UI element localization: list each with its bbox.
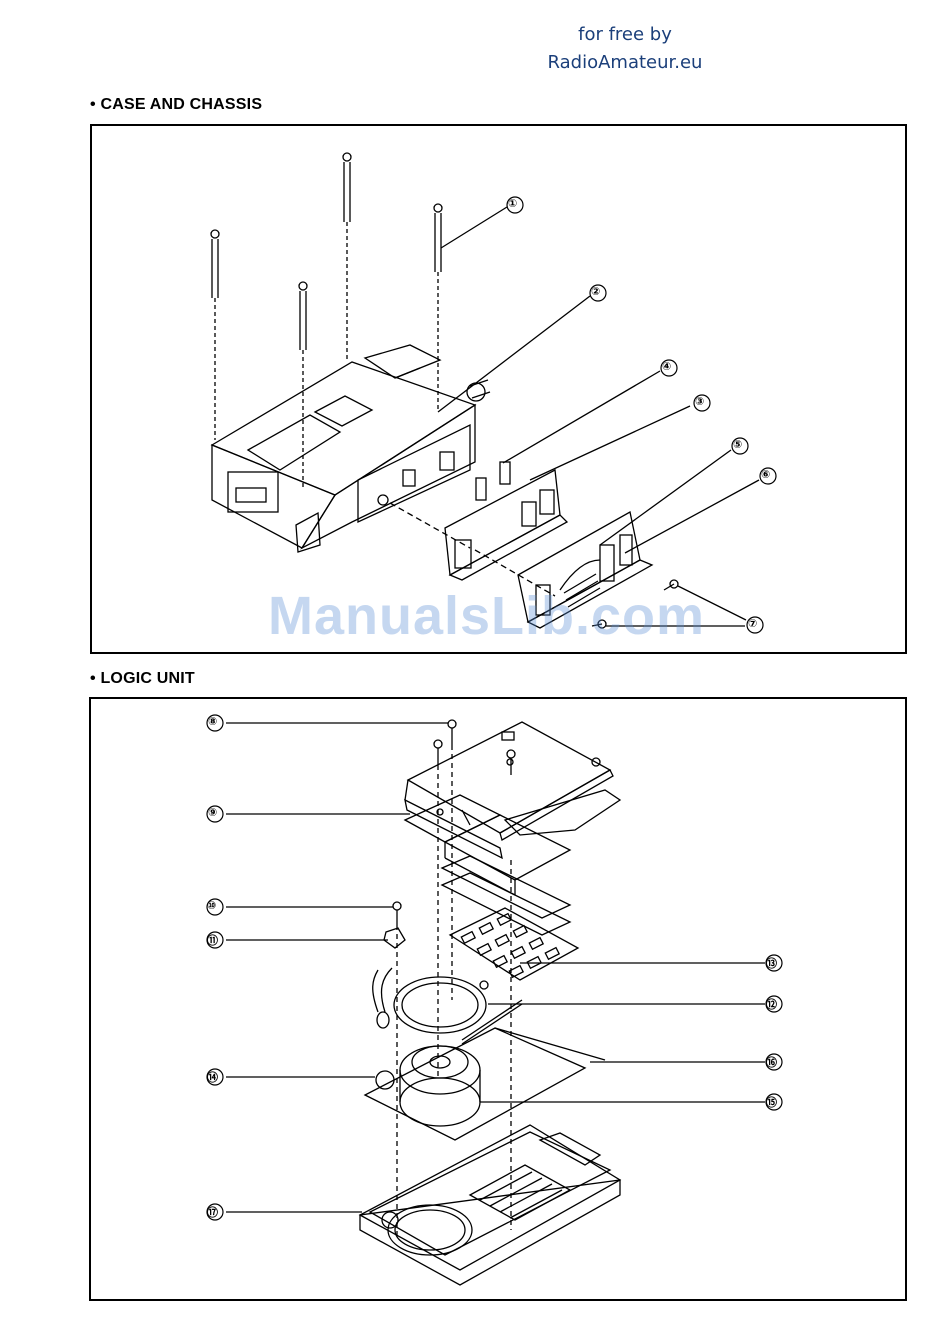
speaker-gasket [394, 977, 522, 1044]
radio-chassis-body [212, 345, 490, 552]
long-screw [343, 153, 351, 362]
callout-label-2: ② [591, 285, 600, 298]
small-bracket [476, 462, 510, 500]
speaker [400, 1046, 480, 1126]
clip [384, 928, 405, 948]
callout-label-13: ⑬ [766, 955, 777, 971]
front-case [360, 1125, 620, 1285]
board-screw [434, 740, 442, 1080]
callout-label-9: ⑨ [208, 806, 217, 819]
callout-label-16: ⑯ [766, 1054, 777, 1070]
callout-label-10: ⑩ [207, 899, 216, 912]
callout-label-3: ③ [695, 395, 704, 408]
microphone-with-wires [373, 968, 392, 1028]
manualslib-watermark: ManualsLib.com [268, 585, 705, 647]
callout-label-1: ① [508, 197, 517, 210]
side-cover-plate [445, 470, 567, 580]
callout-label-8: ⑧ [208, 715, 217, 728]
callout-label-7: ⑦ [748, 617, 757, 630]
callout-label-5: ⑤ [733, 438, 742, 451]
callout-label-6: ⑥ [761, 468, 770, 481]
callout-label-17: ⑰ [207, 1204, 218, 1220]
callout-label-12: ⑫ [766, 996, 777, 1012]
callout-label-15: ⑮ [766, 1094, 777, 1110]
long-screw [211, 230, 219, 440]
callout-label-4: ④ [662, 360, 671, 373]
long-screw [299, 282, 307, 490]
callout-label-11: ⑪ [207, 932, 218, 948]
keypad-rubber [450, 908, 578, 980]
long-screw [434, 204, 442, 412]
mounting-frame [365, 1028, 605, 1140]
callout-label-14: ⑭ [207, 1069, 218, 1085]
shield-plate [405, 795, 570, 895]
